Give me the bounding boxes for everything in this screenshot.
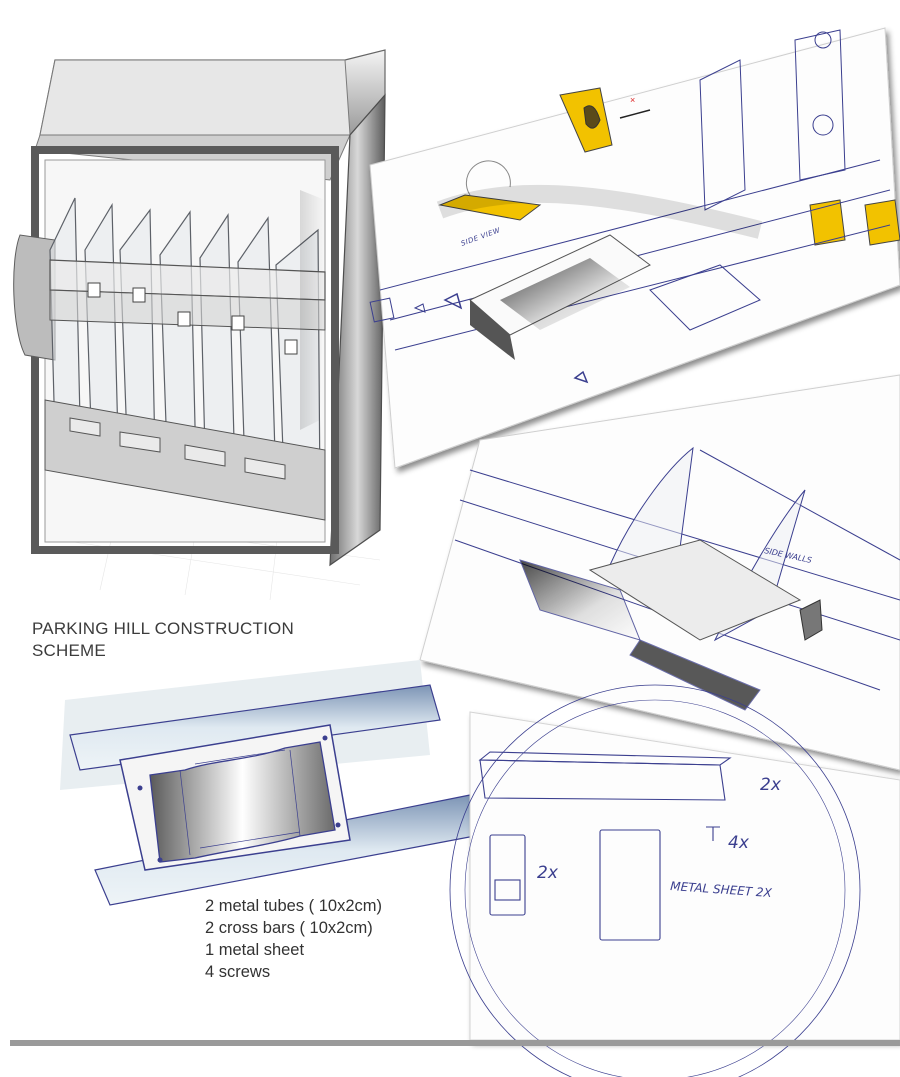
svg-text:×: × [630, 95, 635, 105]
construction-render [60, 660, 481, 906]
rack-rendering [13, 49, 386, 601]
list-item: 1 metal sheet [205, 941, 305, 959]
sketch-card-parts [469, 711, 900, 1041]
parts-sketch [449, 684, 861, 1077]
side-walls-sketch [454, 446, 900, 711]
channel-render [436, 184, 763, 360]
sheet-bottom-edge [10, 1040, 900, 1046]
parts-list: 2 metal tubes ( 10x2cm) 2 cross bars ( 1… [205, 895, 382, 983]
screw-count-note: 4x [728, 833, 750, 853]
tube-count-note: 2x [760, 775, 782, 795]
construction-scheme-title: PARKING HILL CONSTRUCTION SCHEME [32, 619, 294, 660]
profile-sketches: × [369, 29, 900, 384]
list-item: 2 cross bars ( 10x2cm) [205, 919, 373, 937]
crossbar-count-note: 2x [537, 863, 559, 883]
list-item: 2 metal tubes ( 10x2cm) [205, 897, 382, 915]
list-item: 4 screws [205, 963, 271, 981]
